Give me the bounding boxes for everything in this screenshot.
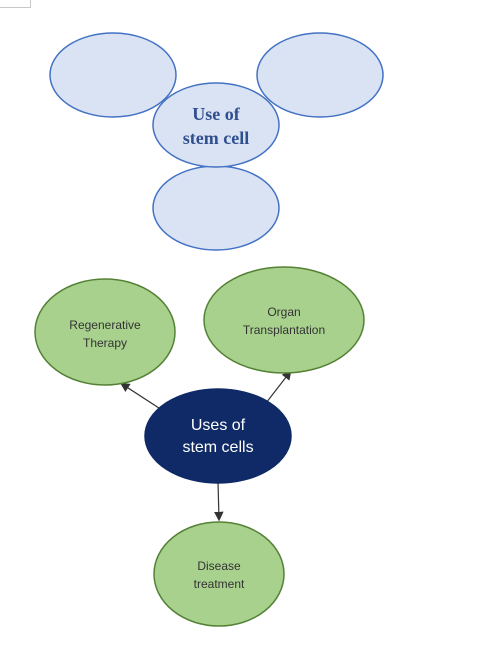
organ-label-line1: Organ [267,305,300,319]
top-left-blank-ellipse [49,32,177,118]
center-label-line2: stem cells [182,439,253,456]
corner-frame [0,0,31,8]
organ-label-line2: Transplantation [243,323,325,337]
top-center-label-line2: stem cell [183,128,249,148]
uses-of-stem-cells-center-node [144,388,292,484]
top-right-blank-ellipse [256,32,384,118]
disease-label-line2: treatment [194,577,245,591]
top-center-label-line1: Use of [192,104,240,124]
disease-label-line1: Disease [197,559,241,573]
center-label-line1: Uses of [191,417,246,434]
regenerative-therapy-node [34,278,176,386]
regenerative-label-line2: Therapy [83,336,127,350]
top-diagram: Use of stem cell [49,32,384,251]
regenerative-label-line1: Regenerative [69,318,141,332]
top-center-ellipse [152,82,280,168]
bottom-diagram: Regenerative Therapy Organ Transplantati… [34,266,365,627]
arrow-to-disease [214,481,224,522]
bottom-blank-ellipse [152,165,280,251]
organ-transplantation-node [203,266,365,374]
arrow-to-regenerative [119,382,163,411]
disease-treatment-node [153,521,285,627]
arrow-to-organ [265,370,292,404]
